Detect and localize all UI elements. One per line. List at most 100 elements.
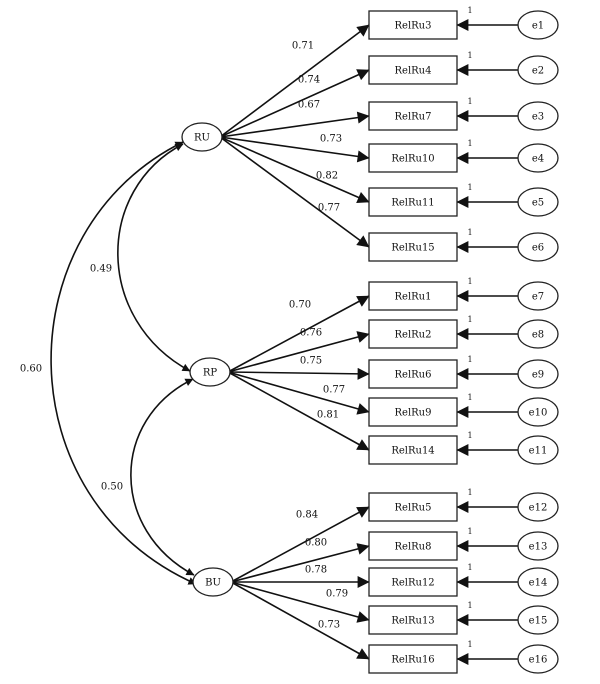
indicator-label: RelRu8 [395,542,432,553]
indicator-box [368,644,458,674]
latent-label-rp: RP [203,368,218,379]
indicator-label: RelRu13 [391,616,434,627]
loading-path [227,371,370,451]
fixed-weight-label: 1 [467,183,472,192]
correlation-rp-bu [130,378,195,576]
error-term [517,281,559,311]
loading-path [230,543,370,583]
latent-label-ru: RU [194,133,210,144]
error-label: e2 [532,66,544,77]
latent-bu [192,567,234,597]
loading-value: 0.75 [300,356,322,367]
fixed-weight-label: 1 [467,97,472,106]
latent-ru [181,122,223,152]
indicator-label: RelRu7 [395,112,432,123]
correlation-value: 0.49 [90,264,112,275]
fixed-weight-label: 1 [467,277,472,286]
error-label: e5 [532,198,544,209]
loading-value: 0.74 [298,75,320,86]
error-label: e9 [532,370,544,381]
fixed-weight-label: 1 [467,431,472,440]
indicator-box [368,359,458,389]
correlation-ru-bu [50,141,197,585]
fixed-weight-label: 1 [467,139,472,148]
loading-value: 0.70 [289,300,311,311]
error-label: e11 [529,446,548,457]
loading-value: 0.79 [326,589,348,600]
indicator-label: RelRu9 [395,408,432,419]
error-label: e15 [529,616,548,627]
paths-layer [50,19,518,665]
correlation-ru-rp [117,143,191,372]
loading-path [230,581,370,623]
latent-rp [189,357,231,387]
loading-path [230,581,370,660]
indicator-box [368,605,458,635]
error-term [517,359,559,389]
error-label: e7 [532,292,544,303]
loading-value: 0.77 [323,385,345,396]
error-term [517,605,559,635]
error-term [517,397,559,427]
indicator-box [368,397,458,427]
loading-path [219,136,370,248]
indicator-label: RelRu1 [395,292,432,303]
indicator-box [368,319,458,349]
loading-value: 0.82 [316,171,338,182]
error-term [517,492,559,522]
indicator-box [368,143,458,173]
indicator-box [368,101,458,131]
loading-value: 0.80 [305,538,327,549]
loading-path [227,371,370,415]
error-label: e8 [532,330,544,341]
fixed-weight-label: 1 [467,601,472,610]
loading-path [219,24,370,138]
loading-value: 0.78 [305,565,327,576]
indicator-box [368,10,458,40]
loading-value: 0.76 [300,328,322,339]
error-term [517,101,559,131]
fixed-weight-label: 1 [467,563,472,572]
error-term [517,143,559,173]
error-label: e3 [532,112,544,123]
loading-value: 0.81 [317,410,339,421]
indicator-box [368,435,458,465]
fixed-weight-label: 1 [467,488,472,497]
error-term [517,319,559,349]
fixed-weight-label: 1 [467,51,472,60]
indicator-label: RelRu3 [395,21,432,32]
fixed-weight-label: 1 [467,6,472,15]
correlation-value: 0.60 [20,364,42,375]
loading-path [227,367,370,380]
fixed-weight-label: 1 [467,640,472,649]
indicator-label: RelRu12 [391,578,434,589]
indicator-label: RelRu5 [395,503,432,514]
error-term [517,567,559,597]
indicator-box [368,567,458,597]
loading-value: 0.73 [318,620,340,631]
fixed-weight-label: 1 [467,355,472,364]
indicator-box [368,55,458,85]
fixed-weight-label: 1 [467,228,472,237]
error-term [517,55,559,85]
error-term [517,187,559,217]
nodes-layer [181,10,559,674]
loading-path [227,331,370,373]
fixed-weight-label: 1 [467,393,472,402]
latent-label-bu: BU [205,578,221,589]
loading-value: 0.71 [292,41,314,52]
indicator-label: RelRu15 [391,243,434,254]
loading-path [219,111,370,138]
indicator-label: RelRu2 [395,330,432,341]
loading-path [219,136,370,203]
error-term [517,435,559,465]
indicator-box [368,531,458,561]
fixed-weight-label: 1 [467,527,472,536]
indicator-box [368,232,458,262]
error-label: e10 [529,408,548,419]
loading-path [219,136,370,163]
indicator-label: RelRu4 [395,66,432,77]
loading-value: 0.84 [296,510,318,521]
error-label: e12 [529,503,548,514]
